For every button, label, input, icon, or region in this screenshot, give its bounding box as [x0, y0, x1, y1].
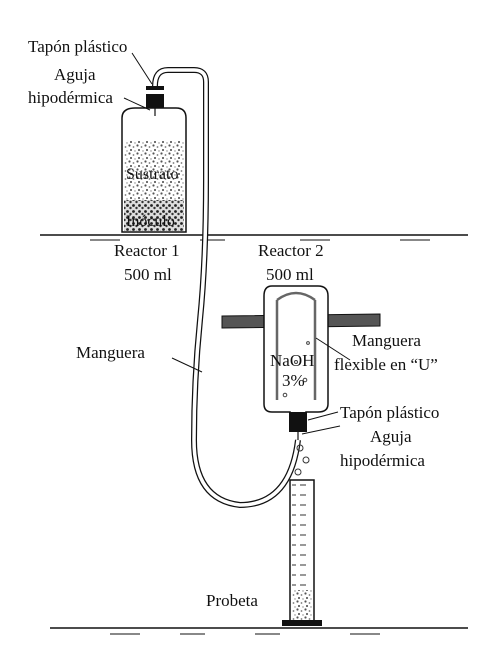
reactor-1-cap-label: Tapón plástico: [28, 37, 127, 56]
floor-surface: [50, 627, 468, 635]
reactor-1-needle-label-line1: Aguja: [54, 65, 96, 84]
reactor-2-volume: 500 ml: [266, 265, 314, 284]
reactor-2-bottle: [263, 285, 329, 440]
naoh-concentration: 3%: [282, 371, 305, 390]
reactor-2-cap-icon: [289, 412, 307, 432]
graduated-cylinder: [282, 479, 322, 626]
reactor-2-needle-label-line1: Aguja: [370, 427, 412, 446]
leader-lines: [123, 52, 351, 435]
reactor-1-volume: 500 ml: [124, 265, 172, 284]
u-hose-tube: [275, 291, 317, 400]
naoh-label: NaOH: [270, 351, 314, 370]
reactor-1-needle-label-line2: hipodérmica: [28, 88, 113, 107]
inoculum-fill: [124, 200, 184, 231]
u-hose-label-line1: Manguera: [352, 331, 421, 350]
substrate-fill: [124, 140, 184, 200]
reactor-2-needle-label-line2: hipodérmica: [340, 451, 425, 470]
u-hose-label-line2: flexible en “U”: [334, 355, 438, 374]
hose-label: Manguera: [76, 343, 145, 362]
reactor-1-bottle: [121, 86, 187, 233]
reactor-2-cap-label: Tapón plástico: [340, 403, 439, 422]
upper-surface: [40, 234, 468, 241]
reactor-1-name: Reactor 1: [114, 241, 180, 260]
reactor-1-cap-icon: [146, 86, 164, 108]
cylinder-label: Probeta: [206, 591, 258, 610]
substrate-label: Sustrato: [126, 166, 178, 183]
inoculum-label: Inóculo: [126, 213, 175, 230]
reactor-2-name: Reactor 2: [258, 241, 324, 260]
